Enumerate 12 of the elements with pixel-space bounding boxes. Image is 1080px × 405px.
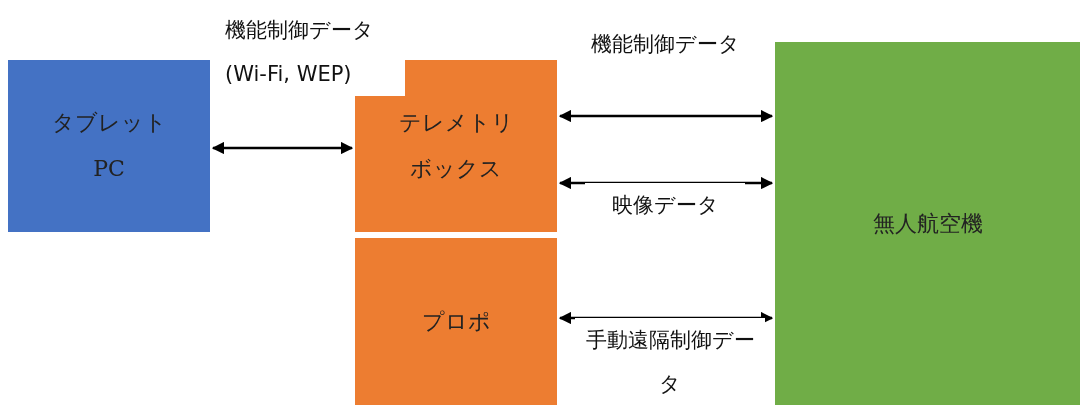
device-box (355, 238, 557, 405)
aircraft-box (775, 42, 1080, 405)
box-label: テレメトリボックス (397, 109, 515, 183)
double-arrow (558, 311, 774, 325)
device-box (355, 60, 557, 232)
double-arrow (558, 176, 774, 190)
device-box (8, 60, 210, 232)
double-arrow (211, 141, 354, 155)
double-arrow (558, 109, 774, 123)
box-label: プロポ (421, 307, 491, 336)
box-label: 無人航空機 (872, 209, 983, 238)
box-label: タブレット PC (50, 109, 168, 183)
